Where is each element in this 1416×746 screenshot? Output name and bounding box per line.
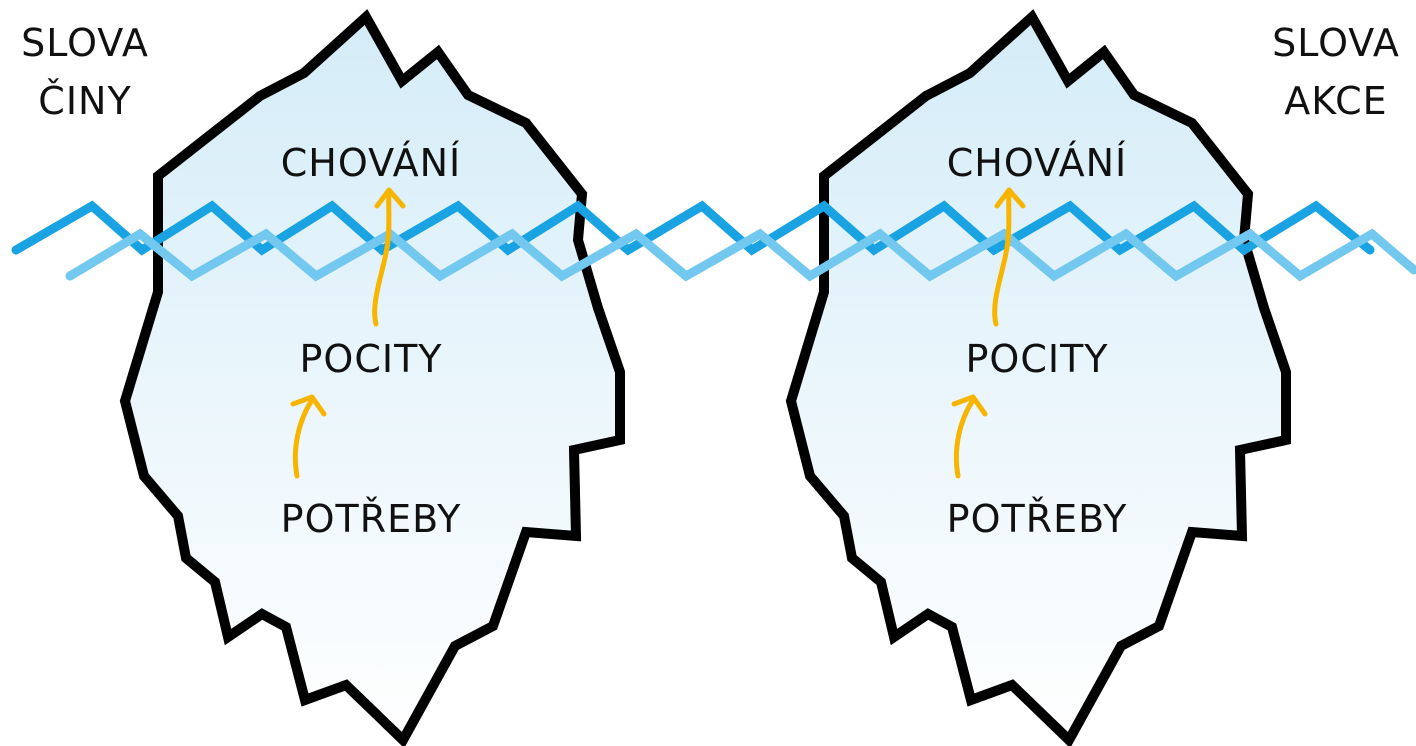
corner-label-left: SLOVA ČINY xyxy=(0,14,170,130)
iceberg-left-top-label: CHOVÁNÍ xyxy=(281,141,462,185)
iceberg-left-bottom-label: POTŘEBY xyxy=(281,497,462,541)
corner-label-left-line2: ČINY xyxy=(0,72,170,130)
iceberg-right-top-label: CHOVÁNÍ xyxy=(947,141,1128,185)
corner-label-right-line2: AKCE xyxy=(1256,72,1416,130)
corner-label-left-line1: SLOVA xyxy=(0,14,170,72)
corner-label-right: SLOVA AKCE xyxy=(1256,14,1416,130)
iceberg-right-bottom-label: POTŘEBY xyxy=(947,497,1128,541)
iceberg-left-middle-label: POCITY xyxy=(300,337,443,381)
corner-label-right-line1: SLOVA xyxy=(1256,14,1416,72)
iceberg-right-middle-label: POCITY xyxy=(966,337,1109,381)
